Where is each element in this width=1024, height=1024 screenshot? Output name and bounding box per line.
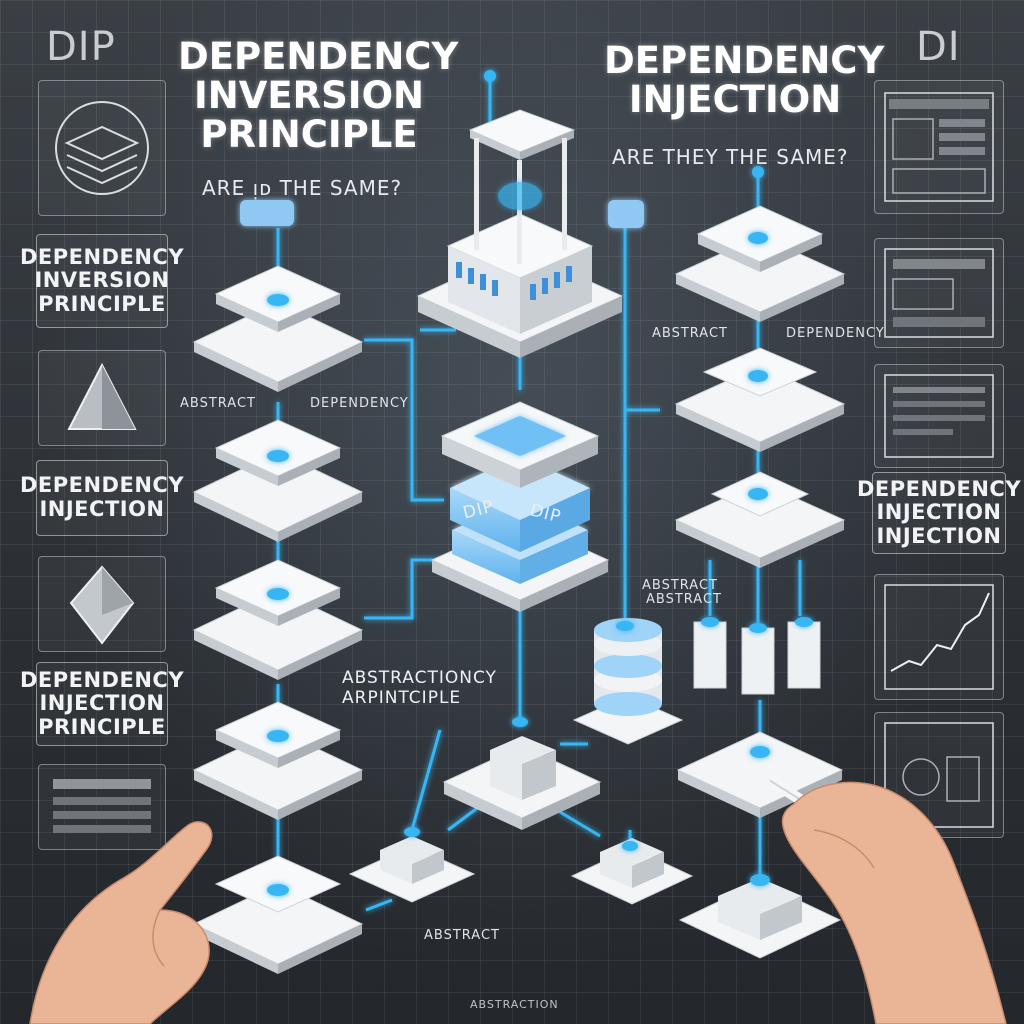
layers-icon — [55, 101, 149, 195]
title-di-line-1: DEPENDENCY — [604, 39, 885, 82]
title-dip-line-2: INVERSION — [194, 73, 424, 117]
side-label-dip: DEPENDENCY INVERSION PRINCIPLE — [20, 234, 184, 328]
title-dip: DEPENDENCY INVERSION PRINCIPLE — [178, 35, 459, 156]
side-card-table — [38, 764, 166, 850]
side-label-right-line-3: INJECTION — [876, 523, 1002, 548]
left-hand — [29, 821, 213, 1024]
gem-icon — [69, 565, 135, 645]
side-label-dip-line-3: PRINCIPLE — [38, 291, 166, 316]
label-abstract-mid: ABSTRACT — [642, 578, 718, 593]
subtitle-di: ARE THEY THE SAME? — [612, 145, 849, 169]
side-card-pyramid — [38, 350, 166, 446]
side-card-list — [874, 364, 1004, 468]
sketch-icon — [884, 722, 994, 828]
center-annotation-line-2: ARPINTCIPLE — [342, 688, 462, 709]
side-label-dip-2: DEPENDENCY INJECTION PRINCIPLE — [20, 662, 184, 746]
connector-line — [364, 338, 444, 502]
side-card-sketch — [874, 712, 1004, 838]
lower-center-nodes — [348, 717, 694, 905]
right-hand — [770, 774, 1007, 1024]
title-di-line-2: INJECTION — [628, 77, 842, 121]
stack-node — [192, 265, 364, 392]
right-top-chip — [608, 200, 644, 228]
label-abstract-bottom: ABSTRACT — [424, 928, 500, 943]
connector-line — [364, 558, 444, 620]
side-label-right-line-1: DEPENDENCY — [856, 476, 1022, 501]
side-label-di-line-1: DEPENDENCY — [19, 473, 185, 498]
panel-icon — [884, 248, 994, 338]
corner-label-dip: DIP — [46, 24, 116, 70]
side-card-chart — [874, 574, 1004, 700]
side-label-dip-2-line-2: INJECTION — [39, 691, 165, 716]
side-label-di-line-2: INJECTION — [39, 497, 165, 521]
side-label-di-right: DEPENDENCY INJECTION INJECTION — [857, 472, 1021, 554]
side-card-gem — [38, 556, 166, 652]
left-stack-column — [192, 200, 364, 974]
side-card-window — [874, 80, 1004, 214]
title-dip-line-1: DEPENDENCY — [178, 35, 459, 78]
stack-node — [192, 855, 364, 974]
pyramid-icon — [67, 362, 137, 430]
subtitle-dip: ARE ᴉᴅ THE SAME? — [202, 176, 403, 200]
stack-node — [192, 419, 364, 542]
label-abstract-mid-sub: ABSTRACT — [646, 592, 722, 607]
center-building — [416, 70, 624, 358]
list-icon — [884, 374, 994, 458]
stack-node — [192, 559, 364, 680]
side-card-layers — [38, 80, 166, 216]
left-top-chip — [240, 200, 294, 226]
stack-node — [192, 701, 364, 820]
center-annotation: ABSTRACTIONCY ARPINTCIPLE — [342, 668, 497, 709]
window-icon — [884, 92, 994, 202]
connector-line — [559, 810, 601, 838]
table-icon — [53, 779, 151, 833]
side-card-panel — [874, 238, 1004, 348]
center-dip-stack — [430, 401, 610, 612]
cylinder-stack — [572, 618, 684, 745]
label-abstract-left: ABSTRACT — [180, 396, 256, 411]
connector-line — [365, 898, 393, 912]
corner-label-di: DI — [916, 24, 961, 70]
label-footer: ABSTRACTION — [470, 998, 559, 1011]
title-dip-line-3: PRINCIPLE — [200, 112, 418, 156]
title-di: DEPENDENCY INJECTION — [604, 39, 885, 121]
label-abstract-right: ABSTRACT — [652, 326, 728, 341]
side-label-dip-line-1: DEPENDENCY — [19, 244, 185, 269]
side-label-right-line-2: INJECTION — [876, 500, 1002, 525]
side-label-dip-2-line-3: PRINCIPLE — [38, 714, 166, 739]
line-chart-icon — [884, 584, 994, 690]
label-dependency-right: DEPENDENCY — [786, 326, 885, 341]
side-label-di: DEPENDENCY INJECTION — [20, 460, 184, 536]
right-stack-column — [608, 166, 846, 959]
center-annotation-line-1: ABSTRACTIONCY — [342, 668, 497, 688]
label-dependency-left: DEPENDENCY — [310, 396, 409, 411]
side-label-dip-2-line-1: DEPENDENCY — [19, 667, 185, 692]
connector-line — [410, 729, 442, 831]
side-label-dip-line-2: INVERSION — [34, 268, 170, 293]
